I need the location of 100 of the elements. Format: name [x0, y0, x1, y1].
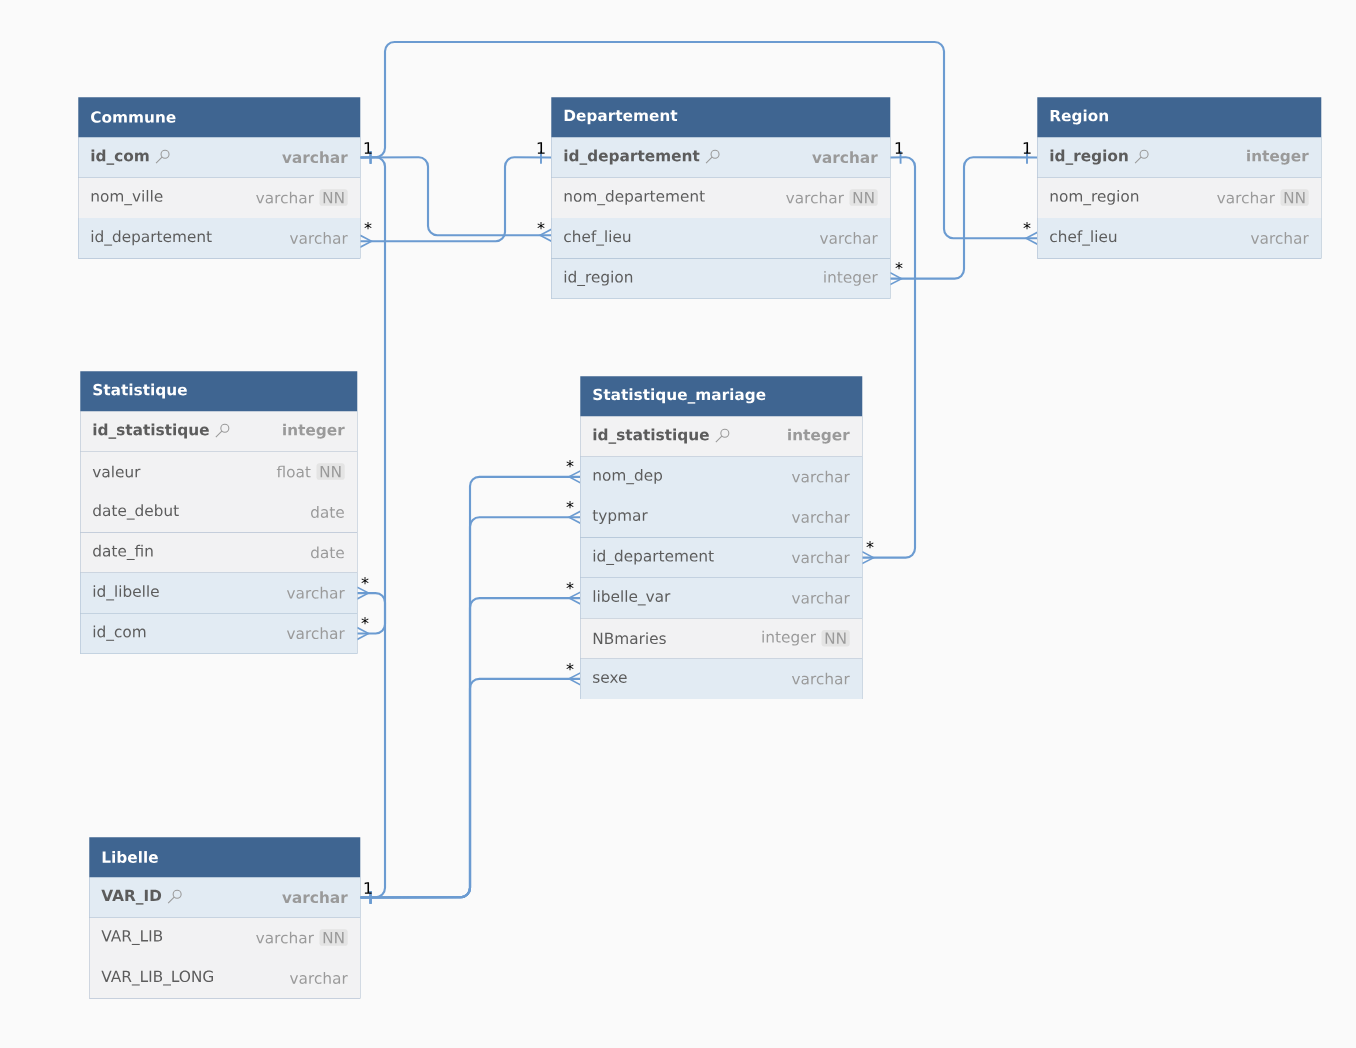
cardinality-label: 1 [1023, 142, 1031, 154]
table-row [580, 537, 863, 578]
relationship-line [890, 151, 1037, 286]
field-name: chef_lieu [1050, 230, 1117, 246]
field-name: VAR_LIB [101, 930, 163, 945]
table-row [551, 218, 891, 259]
field-type: varchar [286, 627, 345, 640]
table-row [580, 497, 863, 538]
field-name: id_libelle [93, 585, 159, 601]
field-type: varchar [791, 511, 850, 523]
table-title: Commune [91, 111, 176, 123]
table-title: Statistique [93, 383, 187, 399]
field-name: typmar [592, 510, 648, 524]
field-type: varchar [256, 191, 314, 204]
field-type: varchar [289, 232, 348, 244]
field-name: valeur [92, 465, 141, 478]
field-type: varchar [819, 232, 878, 244]
field-type: integer [788, 428, 850, 444]
field-name: id_statistique [93, 423, 209, 439]
relationship-line [862, 150, 917, 565]
table-row [580, 658, 863, 700]
table-title: Libelle [102, 851, 158, 863]
cardinality-label: * [566, 460, 574, 468]
field-name: VAR_LIB_LONG [101, 970, 213, 986]
table-row [551, 177, 891, 219]
field-type: varchar [282, 891, 348, 904]
field-type: varchar [812, 151, 878, 164]
field-name: id_region [564, 270, 633, 287]
field-name: id_region [1050, 149, 1128, 165]
table-row [551, 258, 891, 299]
field-name: chef_lieu [564, 230, 631, 246]
field-type: varchar [791, 591, 850, 604]
relationship-line [360, 672, 580, 904]
table-row [80, 613, 358, 654]
field-name: nom_region [1050, 189, 1139, 206]
field-type: varchar [282, 151, 348, 164]
table-row [78, 177, 361, 219]
field-name: id_departement [564, 149, 700, 165]
cardinality-label: * [866, 541, 874, 549]
table-row [80, 572, 358, 614]
field-type: varchar [1217, 191, 1275, 204]
field-type: varchar [256, 931, 314, 944]
field-type: date [311, 546, 344, 559]
table-title: Statistique_mariage [593, 388, 766, 404]
field-name: id_departement [91, 230, 212, 246]
table-title: Region [1050, 109, 1108, 125]
field-type: varchar [289, 972, 348, 984]
cardinality-label: * [361, 617, 369, 625]
field-name: date_debut [93, 504, 179, 520]
field-name: sexe [593, 674, 627, 683]
field-type: date [311, 506, 344, 518]
field-name: nom_departement [564, 189, 705, 206]
field-type: varchar [786, 191, 844, 204]
field-name: nom_ville [91, 189, 163, 206]
table-row [1037, 218, 1322, 259]
cardinality-label: 1 [364, 882, 372, 894]
table-title: Departement [564, 109, 678, 125]
field-name: VAR_ID [101, 889, 162, 905]
field-name: id_com [93, 625, 146, 641]
table-row [89, 877, 361, 918]
table-row [1037, 137, 1322, 178]
table-row [78, 137, 361, 178]
cardinality-label: 1 [895, 142, 903, 154]
table-row [580, 456, 863, 498]
not-null-badge: NN [319, 189, 348, 206]
cardinality-label: * [566, 663, 574, 671]
table-row [551, 137, 891, 178]
field-name: id_statistique [593, 428, 709, 444]
table-row [1037, 177, 1322, 219]
cardinality-label: * [364, 222, 372, 230]
table-row [89, 917, 361, 959]
field-type: varchar [791, 672, 850, 685]
field-name: date_fin [93, 544, 153, 561]
table-row [80, 532, 358, 573]
field-name: NBmaries [593, 632, 666, 645]
table-row [580, 416, 863, 457]
table-row [78, 218, 361, 259]
table-row [80, 451, 358, 493]
field-type: varchar [286, 586, 345, 599]
cardinality-label: * [895, 262, 903, 270]
not-null-badge: NN [319, 929, 348, 946]
field-type: integer [1247, 149, 1309, 165]
not-null-badge: NN [316, 463, 345, 480]
cardinality-label: * [566, 582, 574, 590]
field-type: varchar [791, 551, 850, 564]
table-row [580, 577, 863, 619]
field-name: id_departement [593, 549, 714, 566]
field-name: id_com [91, 149, 149, 165]
table-row [80, 492, 358, 533]
not-null-badge: NN [1280, 189, 1309, 206]
field-type: varchar [791, 470, 850, 483]
relationship-line [357, 150, 387, 641]
field-type: integer [762, 630, 816, 646]
field-name: nom_dep [593, 468, 663, 485]
not-null-badge: NN [849, 189, 878, 206]
cardinality-label: * [537, 222, 545, 230]
field-type: float [276, 465, 311, 478]
table-row [89, 958, 361, 999]
field-name: libelle_var [593, 590, 671, 606]
cardinality-label: * [361, 577, 369, 585]
